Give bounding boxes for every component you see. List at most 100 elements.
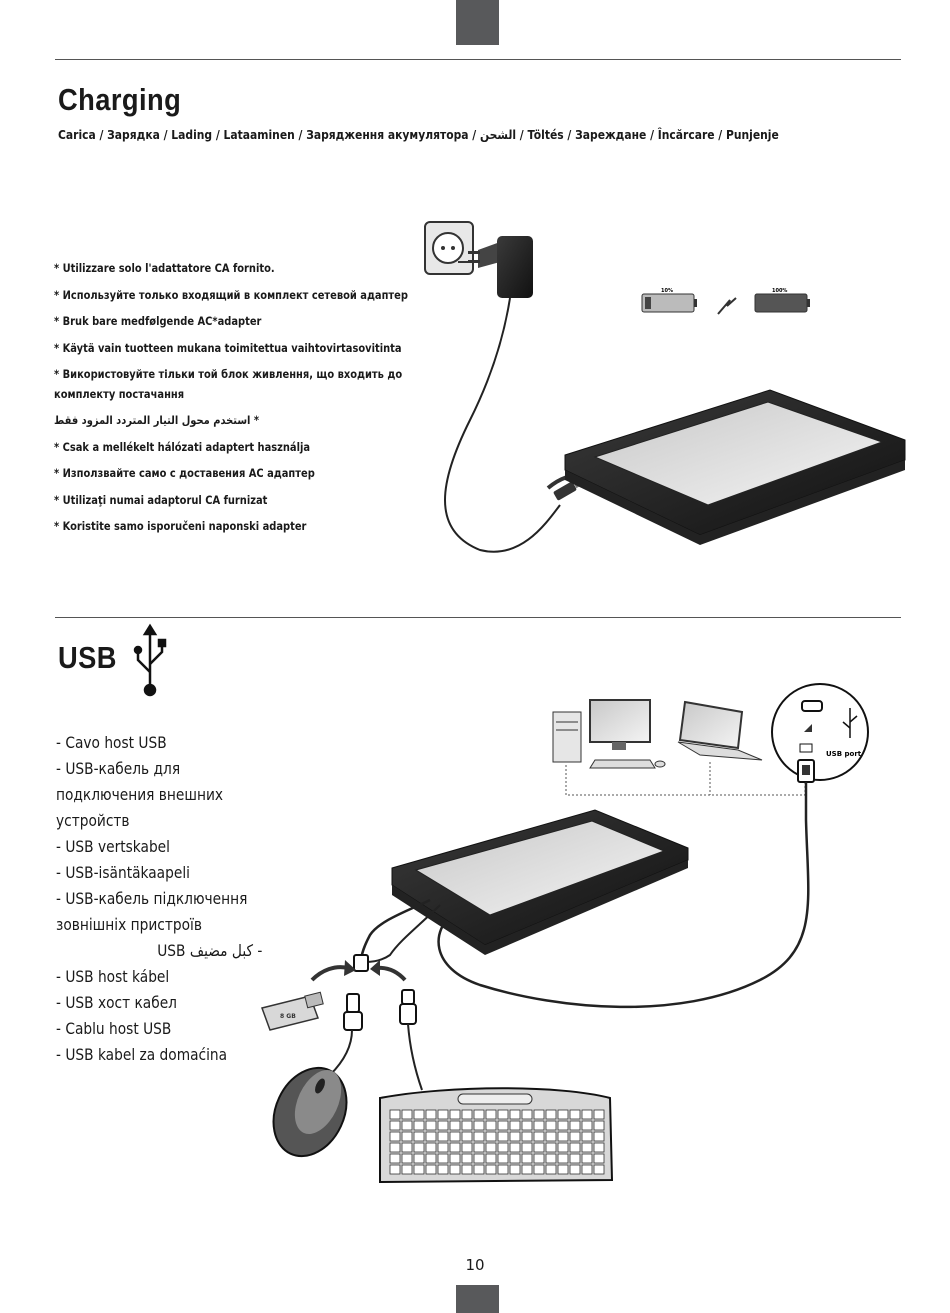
- desktop-pc-icon: [552, 699, 666, 769]
- keyboard-key: [497, 1109, 509, 1120]
- insert-arrow-left: [310, 965, 349, 982]
- ac-adapter-icon: [458, 236, 533, 298]
- keyboard-key: [593, 1120, 605, 1131]
- keyboard-key: [389, 1153, 401, 1164]
- connection-dashed-line: [565, 762, 806, 796]
- keyboard-key: [437, 1164, 449, 1175]
- keyboard-key: [485, 1142, 497, 1153]
- keyboard-key: [461, 1120, 473, 1131]
- keyboard-keys: [389, 1109, 605, 1175]
- keyboard-key: [521, 1131, 533, 1142]
- keyboard-key: [389, 1131, 401, 1142]
- usb-port-label: USB port: [826, 750, 862, 758]
- usb-list-item: - USB kabel za domaćina: [56, 1045, 228, 1064]
- keyboard-key: [497, 1131, 509, 1142]
- keyboard-key: [461, 1164, 473, 1175]
- usb-list-item: - USB-кабель для подключения внешних уст…: [56, 759, 224, 830]
- keyboard-key: [593, 1142, 605, 1153]
- note-item: * Използвайте само с доставения АС адапт…: [54, 466, 315, 480]
- mouse-icon: [272, 1066, 348, 1158]
- keyboard-key: [425, 1120, 437, 1131]
- usb-host-cable: [437, 782, 810, 1009]
- keyboard-key: [401, 1142, 413, 1153]
- battery-full-icon: 100%: [754, 288, 810, 313]
- middle-divider: [55, 617, 901, 618]
- usb-list-item: - Cavo host USB: [56, 733, 167, 752]
- keyboard-key: [557, 1153, 569, 1164]
- keyboard-icon: [379, 1087, 614, 1184]
- keyboard-key: [425, 1153, 437, 1164]
- keyboard-key: [545, 1109, 557, 1120]
- tablet-usb-illustration: [391, 809, 689, 955]
- keyboard-key: [545, 1164, 557, 1175]
- keyboard-key: [569, 1131, 581, 1142]
- keyboard-key: [545, 1153, 557, 1164]
- keyboard-key: [437, 1131, 449, 1142]
- keyboard-key: [581, 1120, 593, 1131]
- keyboard-key: [497, 1153, 509, 1164]
- keyboard-key: [437, 1153, 449, 1164]
- keyboard-key: [581, 1153, 593, 1164]
- keyboard-key: [437, 1120, 449, 1131]
- keyboard-key: [461, 1131, 473, 1142]
- keyboard-key: [581, 1142, 593, 1153]
- keyboard-key: [593, 1153, 605, 1164]
- mouse-usb-plug: [343, 993, 363, 1031]
- usb-flash-drive-icon: 8 GB: [261, 991, 324, 1031]
- keyboard-key: [461, 1142, 473, 1153]
- usb-list-item: - Cablu host USB: [56, 1019, 172, 1038]
- keyboard-key: [485, 1164, 497, 1175]
- keyboard-key: [581, 1109, 593, 1120]
- keyboard-key: [413, 1153, 425, 1164]
- keyboard-key: [569, 1142, 581, 1153]
- note-item: * Koristite samo isporučeni naponski ada…: [54, 519, 307, 533]
- keyboard-key: [473, 1142, 485, 1153]
- keyboard-key: [509, 1153, 521, 1164]
- keyboard-key: [569, 1120, 581, 1131]
- battery-low-label: 10%: [661, 288, 673, 294]
- note-item: * Используйте только входящий в комплект…: [54, 287, 408, 302]
- charging-subtitle: Carica / Зарядка / Lading / Lataaminen /…: [58, 127, 779, 142]
- usb-list-item: - USB vertskabel: [56, 837, 170, 856]
- keyboard-key: [533, 1109, 545, 1120]
- keyboard-key: [593, 1131, 605, 1142]
- keyboard-key: [413, 1109, 425, 1120]
- keyboard-key: [497, 1164, 509, 1175]
- keyboard-key: [401, 1120, 413, 1131]
- keyboard-key: [521, 1120, 533, 1131]
- keyboard-key: [485, 1120, 497, 1131]
- keyboard-key: [533, 1120, 545, 1131]
- keyboard-key: [581, 1164, 593, 1175]
- insert-arrow-right: [375, 965, 407, 982]
- keyboard-key: [449, 1164, 461, 1175]
- keyboard-key: [425, 1131, 437, 1142]
- keyboard-key: [401, 1153, 413, 1164]
- keyboard-key: [509, 1142, 521, 1153]
- keyboard-key: [449, 1131, 461, 1142]
- keyboard-key: [389, 1164, 401, 1175]
- keyboard-key: [521, 1153, 533, 1164]
- flash-drive-label: 8 GB: [280, 1013, 296, 1020]
- keyboard-key: [437, 1142, 449, 1153]
- keyboard-key: [413, 1131, 425, 1142]
- note-item: * Використовуйте тільки той блок живленн…: [54, 367, 403, 401]
- top-divider: [55, 59, 901, 60]
- keyboard-key: [449, 1109, 461, 1120]
- keyboard-key: [437, 1109, 449, 1120]
- usb-list-item: - USB host kábel: [56, 967, 170, 986]
- otg-usb-socket: [353, 954, 369, 972]
- keyboard-key: [509, 1120, 521, 1131]
- keyboard-key: [401, 1109, 413, 1120]
- keyboard-key: [557, 1164, 569, 1175]
- keyboard-key: [509, 1109, 521, 1120]
- keyboard-key: [557, 1109, 569, 1120]
- keyboard-key: [425, 1164, 437, 1175]
- keyboard-key: [485, 1131, 497, 1142]
- keyboard-key: [557, 1131, 569, 1142]
- keyboard-key: [593, 1164, 605, 1175]
- laptop-icon: [677, 700, 763, 761]
- keyboard-key: [533, 1131, 545, 1142]
- keyboard-key: [557, 1120, 569, 1131]
- keyboard-key: [533, 1164, 545, 1175]
- keyboard-key: [485, 1153, 497, 1164]
